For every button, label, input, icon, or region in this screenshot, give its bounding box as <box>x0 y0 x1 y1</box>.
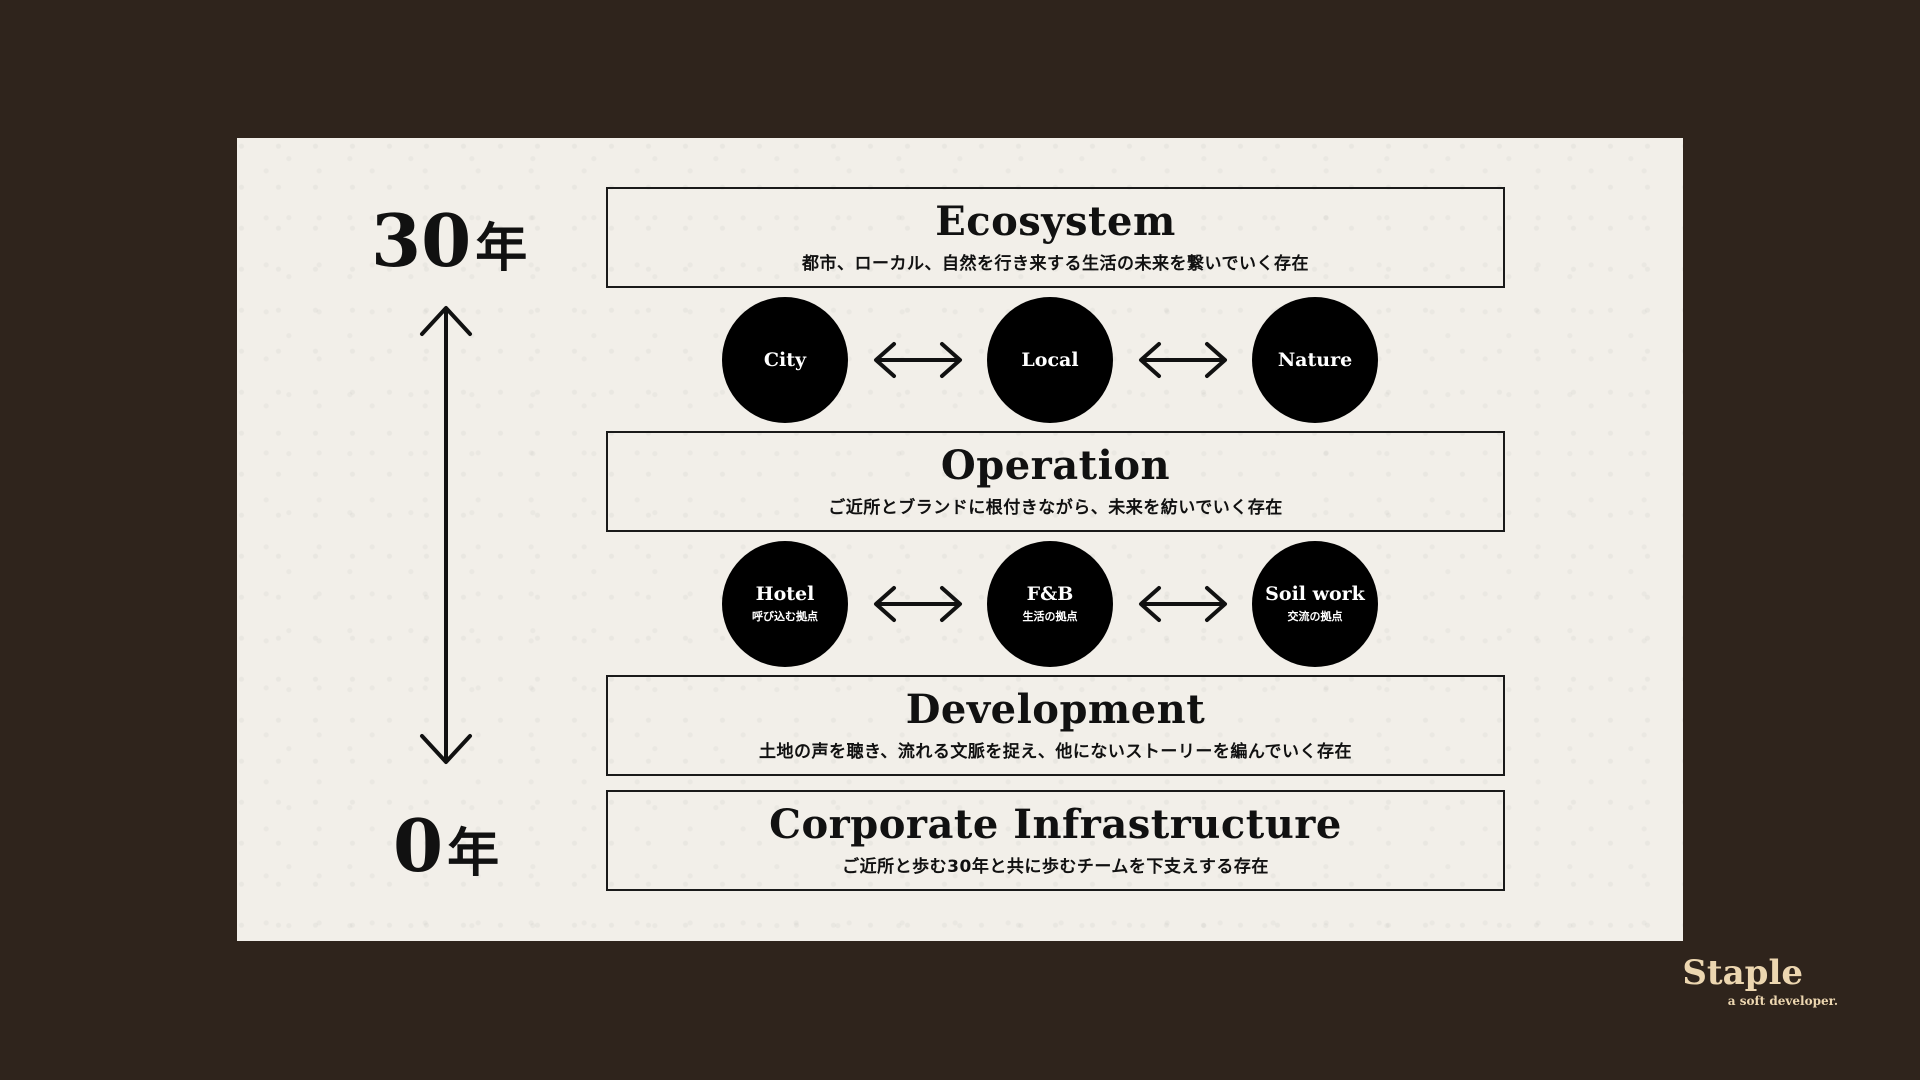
year-label-bottom: 0 年 <box>393 810 499 882</box>
layer-description: 都市、ローカル、自然を行き来する生活の未来を繋いでいく存在 <box>802 254 1309 274</box>
node-label: Nature <box>1277 348 1353 371</box>
brand-logo: Staple a soft developer. <box>1682 956 1838 1008</box>
node-soil-work: Soil work 交流の拠点 <box>1252 541 1378 667</box>
layer-corporate-infrastructure: Corporate Infrastructure ご近所と歩む30年と共に歩むチ… <box>606 790 1505 891</box>
node-label: Hotel <box>755 582 815 605</box>
node-label: City <box>763 348 807 371</box>
layer-title: Operation <box>940 442 1171 489</box>
layer-description: 土地の声を聴き、流れる文脈を捉え、他にないストーリーを編んでいく存在 <box>759 742 1352 762</box>
layer-title: Corporate Infrastructure <box>769 801 1342 848</box>
layer-title: Ecosystem <box>935 198 1176 245</box>
node-label: F&B <box>1026 582 1074 605</box>
node-hotel: Hotel 呼び込む拠点 <box>722 541 848 667</box>
node-sublabel: 生活の拠点 <box>1022 610 1078 624</box>
layer-title: Development <box>905 686 1206 733</box>
bidirectional-arrow-icon <box>1113 584 1252 624</box>
bidirectional-arrow-icon <box>1113 340 1252 380</box>
node-local: Local <box>987 297 1113 423</box>
node-fnb: F&B 生活の拠点 <box>987 541 1113 667</box>
year-top-unit: 年 <box>475 219 528 279</box>
node-label: Soil work <box>1265 582 1365 605</box>
year-bottom-unit: 年 <box>447 824 500 884</box>
node-sublabel: 呼び込む拠点 <box>752 610 818 624</box>
ecosystem-node-row: City Local Nature <box>722 297 1378 423</box>
node-nature: Nature <box>1252 297 1378 423</box>
brand-name: Staple <box>1682 953 1803 993</box>
year-label-top: 30 年 <box>371 205 527 277</box>
bidirectional-arrow-icon <box>848 584 987 624</box>
layer-operation: Operation ご近所とブランドに根付きながら、未来を紡いでいく存在 <box>606 431 1505 532</box>
layer-development: Development 土地の声を聴き、流れる文脈を捉え、他にないストーリーを編… <box>606 675 1505 776</box>
layer-description: ご近所と歩む30年と共に歩むチームを下支えする存在 <box>842 857 1269 877</box>
diagram-card <box>237 138 1683 941</box>
node-label: Local <box>1021 348 1079 371</box>
operation-node-row: Hotel 呼び込む拠点 F&B 生活の拠点 Soil work 交流の拠点 <box>722 541 1378 667</box>
node-city: City <box>722 297 848 423</box>
bidirectional-arrow-icon <box>848 340 987 380</box>
brand-tagline: a soft developer. <box>1727 994 1838 1008</box>
layer-description: ご近所とブランドに根付きながら、未来を紡いでいく存在 <box>828 498 1283 518</box>
timeline-double-arrow <box>420 306 472 764</box>
year-bottom-number: 0 <box>393 803 444 888</box>
node-sublabel: 交流の拠点 <box>1287 610 1343 624</box>
layer-ecosystem: Ecosystem 都市、ローカル、自然を行き来する生活の未来を繋いでいく存在 <box>606 187 1505 288</box>
year-top-number: 30 <box>371 198 472 283</box>
